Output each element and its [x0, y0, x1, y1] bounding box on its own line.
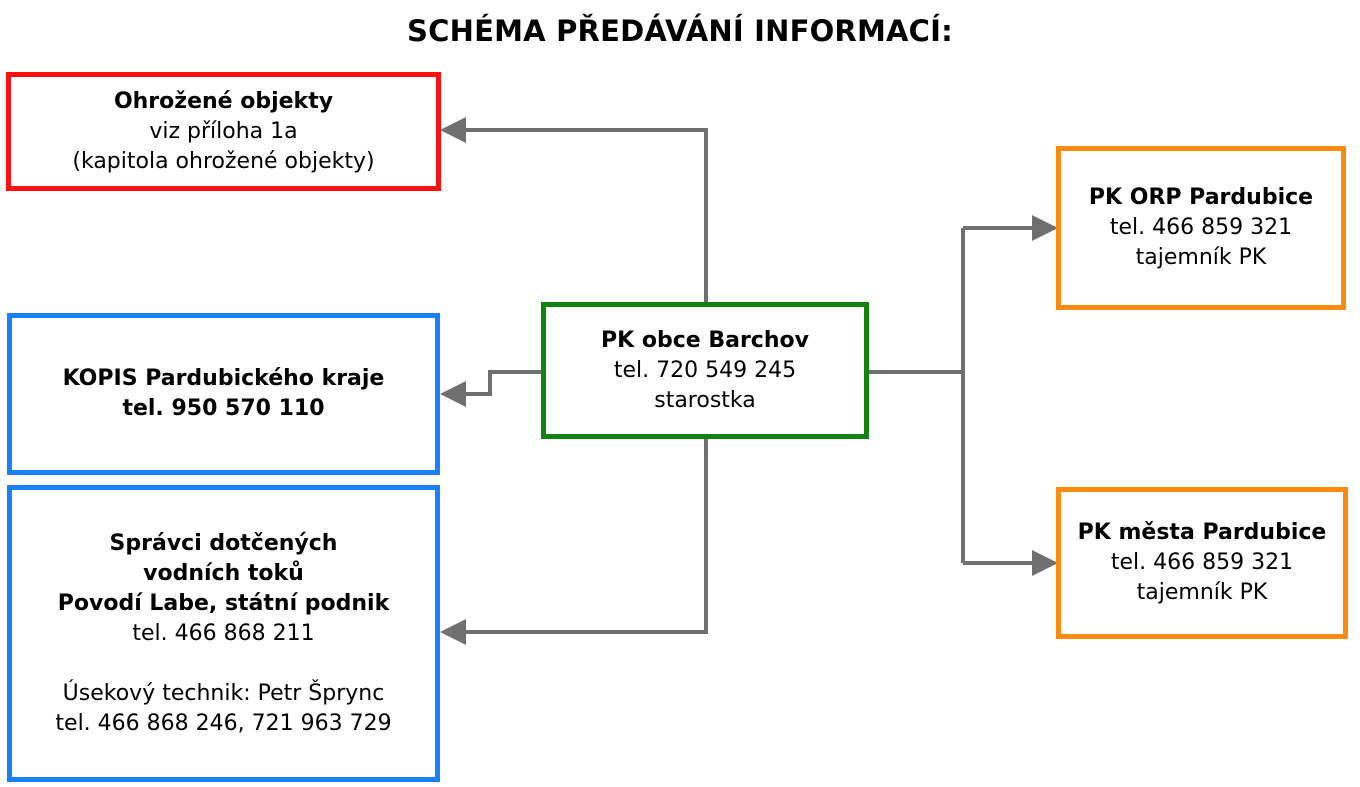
mesto-title: PK města Pardubice — [1077, 520, 1327, 545]
arrowhead-threatened — [440, 117, 466, 143]
orp-phone: tel. 466 859 321 — [1109, 215, 1293, 240]
node-river-managers: Správci dotčených vodních toků Povodí La… — [7, 485, 440, 782]
node-kopis: KOPIS Pardubického kraje tel. 950 570 11… — [7, 313, 440, 475]
arrow-to-spravci — [444, 437, 708, 634]
spravci-line1: Správci dotčených — [109, 530, 338, 556]
spravci-line2: vodních toků — [143, 560, 304, 586]
node-pk-barchov: PK obce Barchov tel. 720 549 245 starost… — [541, 302, 869, 439]
barchov-phone: tel. 720 549 245 — [613, 357, 797, 383]
kopis-phone: tel. 950 570 110 — [122, 396, 325, 421]
barchov-role: starostka — [654, 387, 756, 413]
spravci-technician: Úsekový technik: Petr Šprync — [62, 680, 385, 706]
node-pk-orp-pardubice: PK ORP Pardubice tel. 466 859 321 tajemn… — [1056, 146, 1346, 310]
arrow-to-kopis — [444, 370, 543, 396]
spravci-line3: Povodí Labe, státní podnik — [57, 590, 390, 616]
arrowhead-mesto — [1032, 550, 1058, 576]
arrowhead-orp — [1032, 215, 1058, 241]
orp-role: tajemník PK — [1135, 245, 1267, 270]
threatened-reference: viz příloha 1a — [149, 118, 298, 144]
arrowhead-kopis — [440, 381, 466, 407]
orp-title: PK ORP Pardubice — [1088, 185, 1314, 210]
spravci-phone: tel. 466 868 211 — [132, 620, 315, 646]
diagram-title: SCHÉMA PŘEDÁVÁNÍ INFORMACÍ: — [407, 14, 953, 48]
threatened-chapter: (kapitola ohrožené objekty) — [72, 148, 375, 174]
arrow-to-threatened — [444, 128, 708, 304]
kopis-title: KOPIS Pardubického kraje — [62, 366, 385, 391]
mesto-phone: tel. 466 859 321 — [1110, 550, 1294, 575]
node-pk-mesto-pardubice: PK města Pardubice tel. 466 859 321 taje… — [1056, 487, 1348, 639]
arrowhead-spravci — [440, 619, 466, 645]
barchov-title: PK obce Barchov — [601, 327, 809, 353]
threatened-title: Ohrožené objekty — [113, 88, 334, 114]
spravci-technician-phone: tel. 466 868 246, 721 963 729 — [55, 710, 392, 736]
mesto-role: tajemník PK — [1136, 580, 1268, 605]
node-threatened-objects: Ohrožené objekty viz příloha 1a (kapitol… — [6, 72, 441, 191]
